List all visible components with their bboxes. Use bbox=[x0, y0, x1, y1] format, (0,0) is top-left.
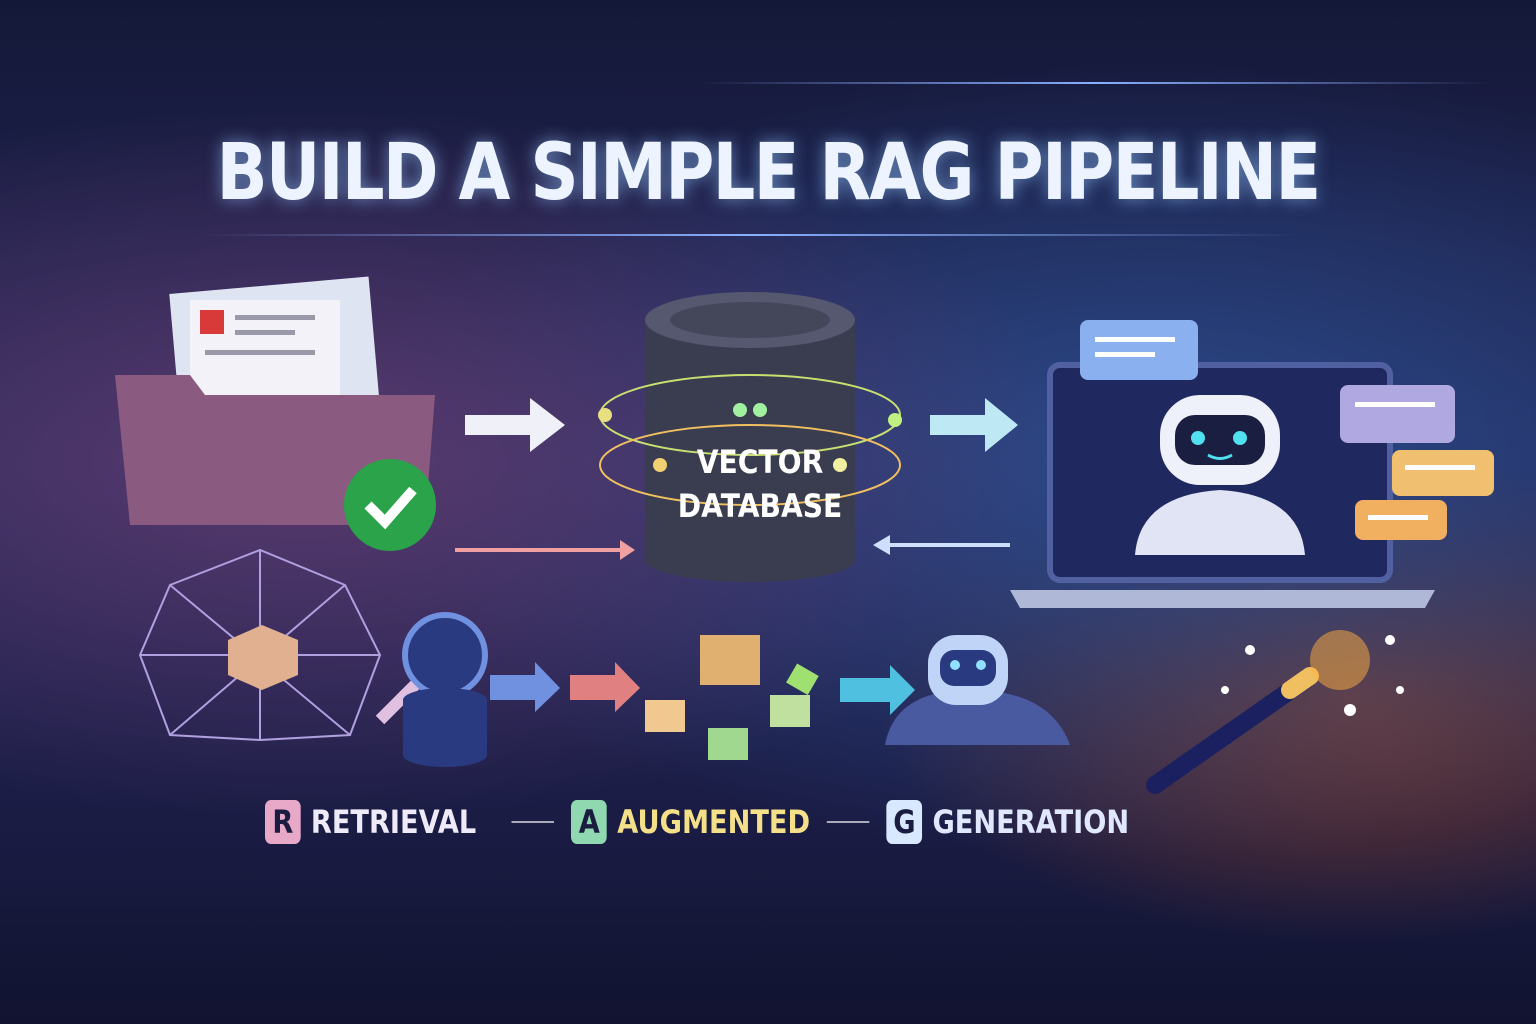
arrow-right-icon bbox=[455, 540, 635, 560]
generation-badge: G bbox=[886, 800, 923, 844]
page-title: BUILD A SIMPLE RAG PIPELINE bbox=[216, 128, 1321, 218]
arrow-right-icon bbox=[840, 665, 915, 715]
vector-database-label: VECTOR DATABASE bbox=[654, 440, 865, 528]
generation-label: GENERATION bbox=[932, 803, 1130, 841]
check-icon bbox=[344, 459, 436, 551]
retrieval-badge: R bbox=[265, 800, 301, 844]
arrow-right-icon bbox=[570, 662, 640, 712]
arrow-right-icon bbox=[465, 398, 565, 452]
robot-avatar-icon bbox=[885, 635, 1070, 745]
arrow-right-icon bbox=[490, 662, 560, 712]
title-top-rule bbox=[700, 82, 1490, 84]
chat-bubble-icon bbox=[1080, 320, 1494, 540]
title-bottom-rule bbox=[200, 234, 1300, 236]
database-label-line1: VECTOR bbox=[696, 443, 824, 481]
data-stack-icon bbox=[403, 688, 487, 767]
magnifier-icon bbox=[402, 612, 488, 698]
arrow-left-icon bbox=[873, 535, 1010, 555]
cube-icon bbox=[228, 625, 298, 690]
magic-wand-icon bbox=[1146, 630, 1404, 794]
augmented-label: AUGMENTED bbox=[617, 803, 811, 841]
arrow-right-icon bbox=[930, 398, 1018, 452]
divider bbox=[511, 821, 555, 823]
database-label-line2: DATABASE bbox=[677, 487, 843, 525]
laptop-chatbot-icon bbox=[1010, 362, 1435, 608]
rag-legend: R RETRIEVAL A AUGMENTED G GENERATION bbox=[265, 800, 1129, 844]
retrieval-label: RETRIEVAL bbox=[310, 803, 477, 841]
database-icon bbox=[598, 292, 902, 582]
augmented-blocks-icon bbox=[645, 635, 819, 760]
augmented-badge: A bbox=[571, 800, 608, 844]
divider bbox=[827, 821, 870, 823]
